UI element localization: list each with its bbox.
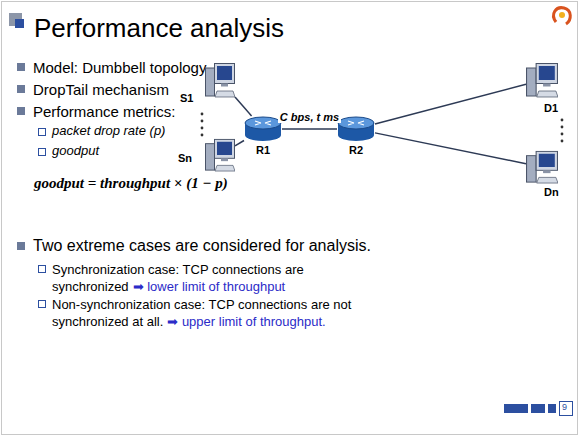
host-node: S1 — [205, 62, 235, 98]
slide-title: Performance analysis — [34, 14, 284, 44]
computer-icon — [526, 150, 558, 184]
network-link — [235, 140, 244, 145]
computer-icon — [205, 62, 235, 98]
node-label: Sn — [178, 152, 192, 164]
node-label: R2 — [349, 144, 363, 156]
conclusion-text: ➡ lower limit of throughput — [133, 279, 286, 294]
computer-icon — [205, 138, 235, 172]
logo — [554, 8, 571, 24]
host-node: Dn — [526, 150, 558, 184]
ellipsis-dots — [201, 113, 564, 143]
conclusion-text: ➡ upper limit of throughput. — [167, 314, 325, 329]
formula: goodput = throughput × (1 − p) — [34, 175, 228, 192]
network-link — [375, 84, 526, 124]
host-node: D1 — [526, 62, 558, 98]
router-node: R1 — [244, 116, 282, 142]
link-label: C bps, t ms — [278, 111, 341, 123]
node-label: S1 — [180, 92, 193, 104]
footer-bars — [504, 402, 573, 416]
router-icon — [337, 116, 375, 142]
network-link — [235, 97, 252, 116]
router-node: R2 — [337, 116, 375, 142]
network-link — [375, 133, 526, 164]
sub-bullet-paragraph: Non-synchronization case: TCP connection… — [52, 296, 386, 330]
title-icon — [9, 13, 24, 28]
sub-bullet-text: packet drop rate (p) — [52, 124, 165, 139]
sub-bullet-paragraph: Synchronization case: TCP connections ar… — [52, 261, 386, 295]
bullet-text: Performance metrics: — [33, 103, 176, 120]
sub-bullet-text: goodput — [52, 144, 99, 159]
router-icon — [244, 116, 282, 142]
bullet-text: DropTail mechanism — [33, 81, 169, 98]
computer-icon — [526, 62, 558, 98]
node-label: D1 — [544, 102, 558, 114]
page-number: 9 — [562, 402, 567, 412]
network-link — [282, 128, 337, 130]
bullet-text: Model: Dumbbell topology — [33, 59, 206, 76]
node-label: R1 — [256, 144, 270, 156]
bullet-text: Two extreme cases are considered for ana… — [33, 237, 371, 255]
host-node: Sn — [205, 138, 235, 172]
node-label: Dn — [544, 186, 559, 198]
